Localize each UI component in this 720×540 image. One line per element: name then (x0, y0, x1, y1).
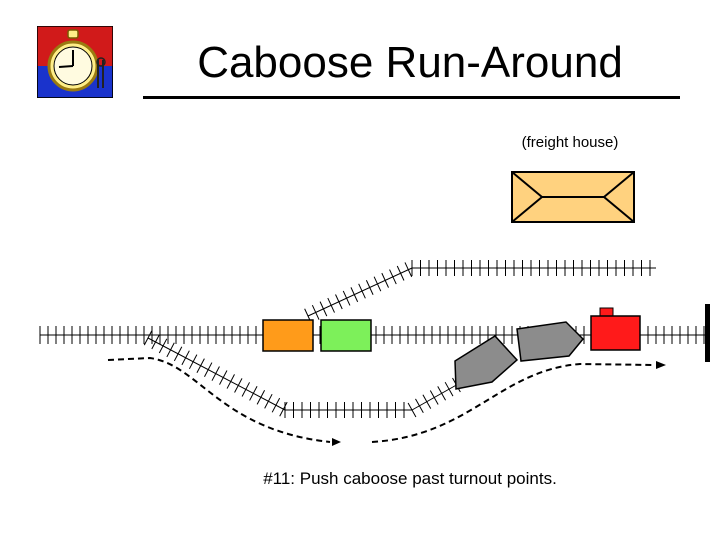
freight-house-label: (freight house) (521, 134, 619, 151)
runaround-track-lower (284, 402, 412, 418)
siding-track-upper (411, 260, 656, 276)
slide-title: Caboose Run-Around (197, 38, 623, 87)
stopwatch-logo-icon (36, 25, 114, 99)
bumper-stop-icon (705, 304, 710, 362)
title-underline (143, 96, 680, 99)
runaround-lead-left (143, 330, 288, 417)
step-caption: #11: Push caboose past turnout points. (263, 469, 557, 488)
red-caboose (590, 307, 641, 351)
gray-engine-rear (454, 335, 519, 390)
movement-path-lower (107, 356, 341, 446)
orange-boxcar (262, 319, 314, 352)
movement-path-upper (371, 361, 666, 443)
green-boxcar (320, 319, 372, 352)
freight-house (511, 171, 635, 223)
gray-engine-lead (516, 321, 585, 362)
siding-lead-upper (304, 262, 413, 324)
runaround-lead-right (407, 377, 461, 418)
